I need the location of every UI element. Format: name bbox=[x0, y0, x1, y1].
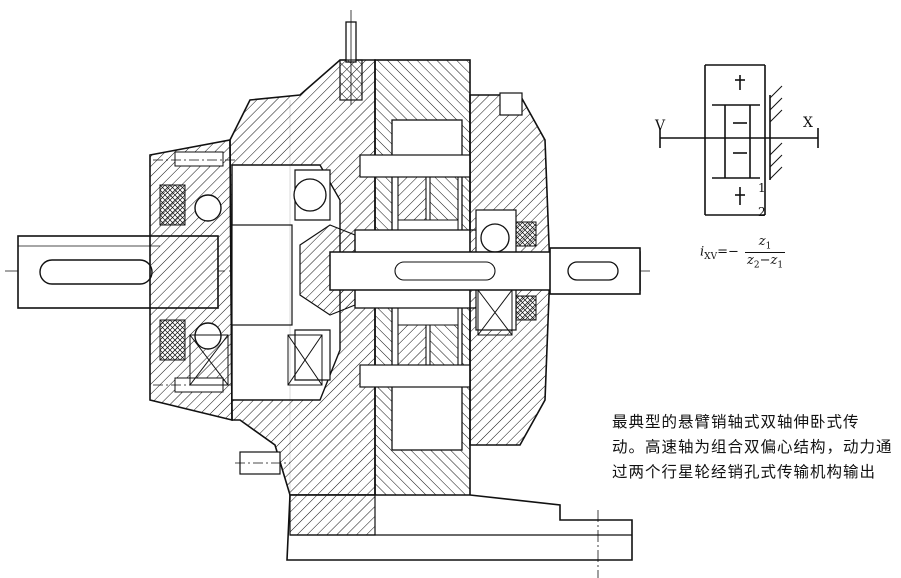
base-foot bbox=[235, 451, 633, 578]
caption-line: 过两个行星轮经销孔式传输机构输出 bbox=[612, 463, 877, 481]
kinematic-schematic bbox=[659, 64, 819, 216]
output-shaft bbox=[329, 247, 641, 295]
caption-line: 动。高速轴为组合双偏心结构，动力通 bbox=[612, 438, 893, 456]
output-shaft-label: X bbox=[803, 115, 813, 131]
gear-1-label: 1 bbox=[758, 181, 766, 195]
figure-caption: 最典型的悬臂销轴式双轴伸卧式传 动。高速轴为组合双偏心结构，动力通 过两个行星轮… bbox=[612, 410, 898, 485]
breather-vent bbox=[339, 10, 363, 105]
transmission-ratio-formula: iXV=− z1 z2−z1 bbox=[700, 234, 786, 271]
caption-line: 最典型的悬臂销轴式双轴伸卧式传 bbox=[612, 413, 860, 431]
input-shaft-label: V bbox=[655, 118, 666, 134]
gear-2-label: 2 bbox=[758, 205, 766, 219]
